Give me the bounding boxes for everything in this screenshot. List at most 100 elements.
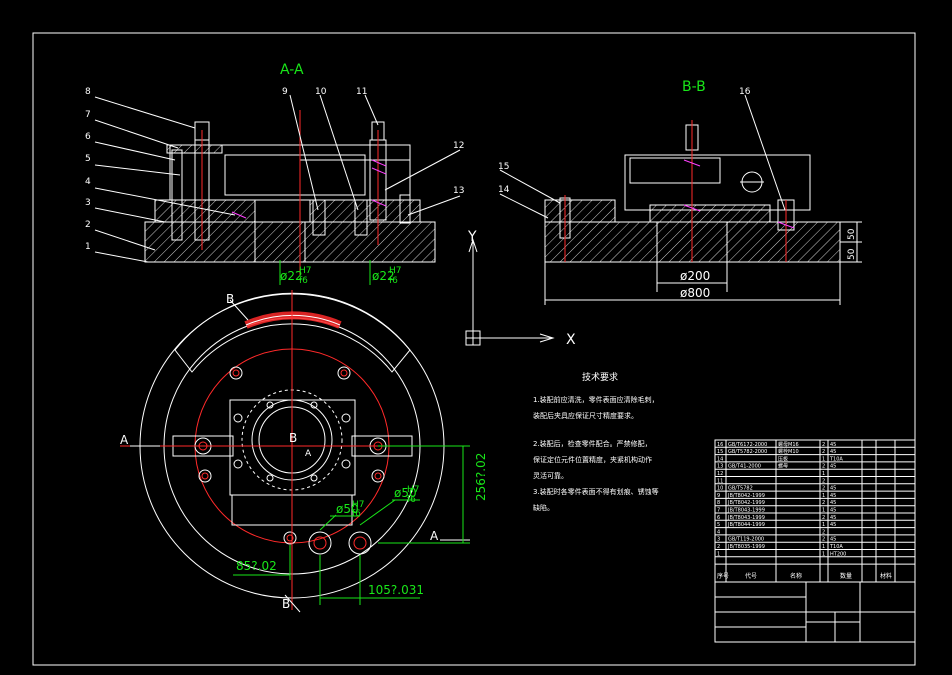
bom-cell: 螺栓M10 (778, 448, 799, 455)
bom-cell: JB/T8043-1999 (727, 508, 765, 514)
plan-a-left: A (120, 433, 129, 447)
bom-cell: 11 (717, 478, 723, 484)
aa-fit-h7-2: H7 (389, 266, 402, 276)
bom-cell: 45 (830, 515, 836, 521)
bom-header-cell: 序号 (717, 572, 729, 580)
plan-view: A A A B B B ø50 H7 f6 ø50 H7 f6 256?.02 … (120, 290, 488, 613)
section-bb-title: B-B (682, 79, 706, 95)
plan-b-top: B (226, 292, 234, 306)
tech-req-title: 技术要求 (582, 371, 618, 383)
plan-dim-d50b: ø50 (394, 486, 417, 500)
plan-slot-arc (174, 292, 411, 373)
bom-cell: GB/T119-2000 (728, 537, 764, 543)
balloon-8: 8 (85, 87, 91, 97)
bom-table: 16 GB/T6172-2000 螺母M16 2 45 15 GB/T5782-2000 螺栓… (714, 439, 916, 643)
bom-cell: 12 (717, 471, 723, 477)
aa-clamp-left (166, 144, 223, 154)
bom-cell: 45 (830, 500, 836, 506)
bom-cell: JB/T8035-1999 (727, 544, 765, 550)
bom-header-cell: 名称 (790, 572, 802, 580)
plan-fit-f6-b: f6 (407, 495, 416, 505)
bom-cell: JB/T8044-1999 (727, 522, 765, 528)
bb-block-mid (649, 204, 771, 223)
bom-cell: 8 (717, 500, 720, 506)
bom-cell: GB/T5782 (728, 486, 753, 492)
bom-header-cell: 数量 (840, 572, 852, 580)
plan-fit-h7-b: H7 (407, 485, 420, 495)
balloon-10: 10 (315, 87, 327, 97)
bom-cell: 2 (717, 544, 720, 550)
aa-spring (371, 159, 387, 207)
aa-pin-3 (399, 194, 411, 224)
balloon-7: 7 (85, 110, 91, 120)
bom-cell: 1 (822, 456, 825, 462)
bom-cell: 9 (717, 493, 720, 499)
bb-dim-h50a: 50 (847, 228, 857, 240)
tech-req-line-2: 装配后夹具应保证尺寸精度要求。 (533, 411, 638, 420)
bom-cell: 螺母M16 (778, 441, 799, 448)
bom-cell: 45 (830, 493, 836, 499)
bom-cell: 1 (717, 551, 720, 557)
balloon-16: 16 (739, 87, 751, 97)
bom-cell: 45 (830, 486, 836, 492)
bom-cell: 1 (822, 522, 825, 528)
section-aa-title: A-A (280, 62, 304, 78)
bom-cell: 14 (717, 456, 723, 462)
aa-plate-left (154, 199, 256, 223)
plan-holes (194, 366, 387, 555)
plan-b-bottom: B (282, 597, 290, 611)
bom-cell: JB/T8042-1999 (727, 500, 765, 506)
balloon-6: 6 (85, 132, 91, 142)
tech-req-line-7: 缺陷。 (533, 503, 554, 512)
bom-cell: 7 (717, 508, 720, 514)
tech-req-line-4: 保证定位元件位置精度，夹紧机构动作 (533, 455, 652, 464)
bom-cell: GB/T41-2000 (728, 464, 761, 470)
bom-cell: HT200 (830, 551, 846, 557)
aa-fit-h7-1: H7 (299, 266, 312, 276)
bom-cell: 1 (822, 508, 825, 514)
bom-cell: 2 (822, 449, 825, 455)
bb-workpiece-top (629, 157, 721, 184)
bom-cell: 45 (830, 522, 836, 528)
section-bb: B-B ø200 ø800 50 50 (544, 79, 862, 305)
tech-req-line-1: 1.装配前应清洗，零件表面应清除毛刺， (533, 395, 659, 404)
bom-cell: 45 (830, 464, 836, 470)
bom-cell: 3 (717, 537, 720, 543)
bom-cell: T10A (829, 456, 843, 462)
bom-cell: 1 (822, 471, 825, 477)
axis-x-label: X (566, 332, 576, 348)
aa-dim-d1: ø22 (280, 269, 303, 283)
tech-req-line-5: 灵活可靠。 (533, 471, 568, 480)
tech-req-line-3: 2.装配后，检查零件配合。严禁修配， (533, 439, 652, 448)
bom-cell: 1 (822, 551, 825, 557)
bom-cell: 45 (830, 508, 836, 514)
balloon-13: 13 (453, 186, 464, 196)
bom-cell: 2 (822, 500, 825, 506)
plan-dim-d50a: ø50 (336, 502, 359, 516)
plan-fit-f6-a: f6 (352, 509, 361, 519)
bom-cell: 螺母 (778, 463, 788, 470)
axis-y-label: Y (467, 229, 477, 245)
balloon-5: 5 (85, 154, 91, 164)
aa-leaders (94, 94, 786, 263)
bom-cell: 2 (822, 529, 825, 535)
bom-cell: GB/T5782-2000 (728, 449, 767, 455)
plan-a-center: A (305, 449, 312, 459)
aa-fit-f6-1: f6 (299, 276, 308, 286)
plan-dim-85: 85?.02 (236, 559, 277, 573)
bom-cell: GB/T6172-2000 (728, 442, 767, 448)
bom-cell: 15 (717, 449, 723, 455)
bom-cell: 10 (717, 486, 723, 492)
tech-req-line-6: 3.装配时各零件表面不得有划痕、锈蚀等 (533, 487, 659, 496)
aa-spring-left (231, 211, 247, 219)
aa-base-plate (144, 221, 436, 263)
bb-workpiece (624, 154, 811, 211)
aa-dim-d2: ø22 (372, 269, 395, 283)
balloon-15: 15 (498, 162, 509, 172)
aa-fit-f6-2: f6 (389, 276, 398, 286)
bom-cell: JB/T8042-1999 (727, 493, 765, 499)
balloon-4: 4 (85, 177, 91, 187)
bom-cell: 16 (717, 442, 723, 448)
plan-dim-256: 256?.02 (474, 453, 488, 501)
bom-cell: 2 (822, 478, 825, 484)
